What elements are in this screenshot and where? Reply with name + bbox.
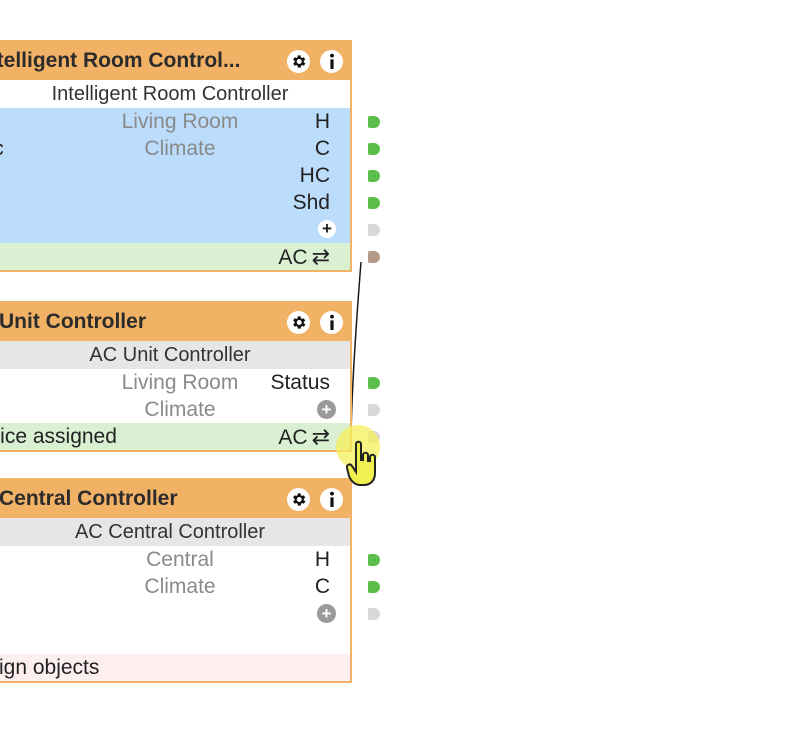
info-icon[interactable] xyxy=(320,311,343,334)
block-intelligent-room-controller[interactable]: Intelligent Room Control... Intelligent … xyxy=(0,40,380,272)
block-title: C Unit Controller xyxy=(0,310,146,333)
block-row: Climate + xyxy=(0,396,380,423)
block-subtitle: AC Central Controller xyxy=(0,518,350,546)
block-ac-central-controller[interactable]: C Central Controller AC Central Controll… xyxy=(0,478,380,683)
block-header[interactable]: C Unit Controller xyxy=(0,303,350,341)
block-row: h + xyxy=(0,600,380,627)
gear-icon[interactable] xyxy=(287,50,310,73)
block-row: wc Climate C xyxy=(0,135,380,162)
block-row: c Climate C xyxy=(0,573,380,600)
block-header[interactable]: Intelligent Room Control... xyxy=(0,42,350,80)
block-row xyxy=(0,627,350,654)
output-label: HC xyxy=(299,164,330,187)
plus-icon[interactable]: + xyxy=(318,220,336,238)
block-row: HC xyxy=(0,162,380,189)
ac-link-row: AC⇄ xyxy=(0,243,380,270)
plus-icon[interactable]: + xyxy=(317,604,336,623)
assign-objects-label: ssign objects xyxy=(0,656,100,679)
gear-icon[interactable] xyxy=(287,488,310,511)
swap-arrows-icon: ⇄ xyxy=(311,244,330,269)
room-label: Central xyxy=(146,548,214,571)
info-icon[interactable] xyxy=(320,488,343,511)
device-status-label: evice assigned xyxy=(0,425,117,448)
room-label: Living Room xyxy=(121,371,239,394)
output-label: Status xyxy=(270,371,330,394)
plus-icon[interactable]: + xyxy=(317,400,336,419)
block-row: c Living Room H xyxy=(0,108,380,135)
input-label: wc xyxy=(0,135,4,162)
output-label: C xyxy=(314,575,330,598)
block-row: o Central H xyxy=(0,546,380,573)
block-title: Intelligent Room Control... xyxy=(0,49,241,72)
ac-link-row: evice assigned AC⇄ xyxy=(0,423,380,450)
block-row: + xyxy=(0,216,380,243)
block-subtitle: AC Unit Controller xyxy=(0,341,350,369)
output-label: Shd xyxy=(292,191,330,214)
block-ac-unit-controller[interactable]: C Unit Controller AC Unit Controller g L… xyxy=(0,301,380,452)
swap-arrows-icon: ⇄ xyxy=(311,424,330,449)
category-label: Climate xyxy=(144,398,216,421)
category-label: Climate xyxy=(144,575,216,598)
block-header[interactable]: C Central Controller xyxy=(0,480,350,518)
ac-link-label: AC⇄ xyxy=(278,424,330,449)
block-row: Shd xyxy=(0,189,380,216)
info-icon[interactable] xyxy=(320,50,343,73)
ac-link-label: AC⇄ xyxy=(278,244,330,269)
room-label: Living Room xyxy=(121,110,239,133)
block-title: C Central Controller xyxy=(0,487,178,510)
hand-pointer-icon xyxy=(346,440,376,486)
output-label: C xyxy=(314,137,330,160)
output-label: H xyxy=(314,110,330,133)
assign-objects-row[interactable]: ssign objects xyxy=(0,654,350,681)
block-row: g Living Room Status xyxy=(0,369,380,396)
gear-icon[interactable] xyxy=(287,311,310,334)
category-label: Climate xyxy=(144,137,216,160)
block-subtitle: Intelligent Room Controller xyxy=(0,80,350,108)
output-label: H xyxy=(314,548,330,571)
